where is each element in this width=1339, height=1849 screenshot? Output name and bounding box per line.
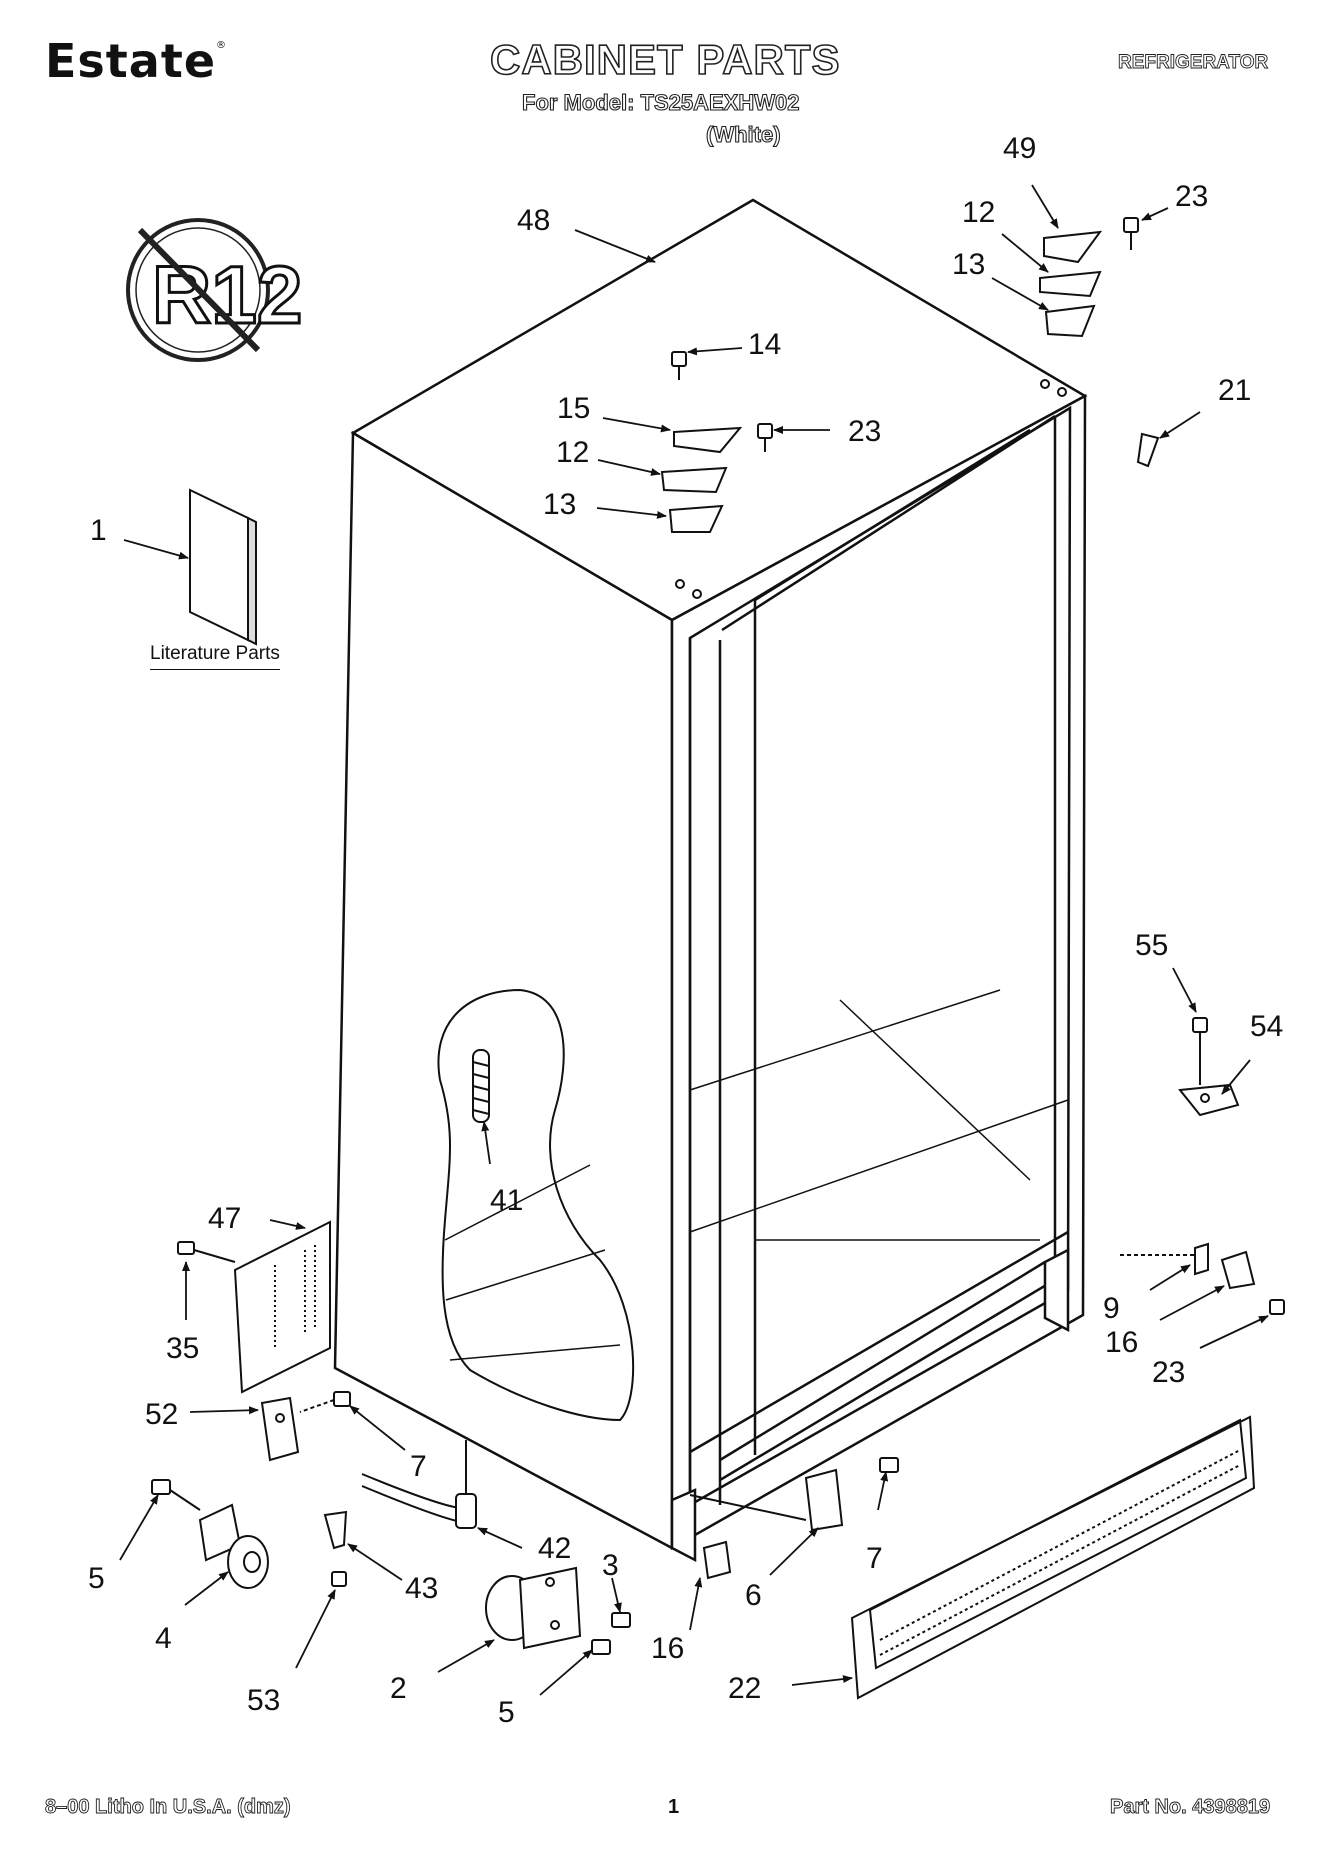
- category-label: REFRIGERATOR: [1118, 52, 1269, 74]
- callout-35: 35: [166, 1332, 199, 1365]
- top-hinge-right: [1039, 217, 1139, 397]
- cabinet-shell: [333, 198, 1088, 1563]
- part-number: Part No. 4398819: [1110, 1796, 1271, 1819]
- callout-23b: 23: [848, 415, 881, 448]
- callout-4: 4: [155, 1622, 172, 1655]
- callout-5a: 5: [88, 1562, 105, 1595]
- callout-12a: 12: [962, 196, 995, 229]
- callout-23a: 23: [1175, 180, 1208, 213]
- callout-12b: 12: [556, 436, 589, 469]
- callout-15: 15: [557, 392, 590, 425]
- callout-48: 48: [517, 204, 550, 237]
- part-47-access-panel: [177, 1220, 331, 1394]
- callout-13a: 13: [952, 248, 985, 281]
- part-21-clip: [1136, 432, 1160, 468]
- page-title: CABINET PARTS: [489, 35, 841, 84]
- callout-43: 43: [405, 1572, 438, 1605]
- top-hinge-left: [660, 351, 773, 599]
- footer-litho: 8–00 Litho In U.S.A. (dmz): [45, 1796, 291, 1819]
- part-52-bracket: [260, 1391, 351, 1462]
- callout-1: 1: [90, 514, 107, 547]
- callout-9: 9: [1103, 1292, 1120, 1325]
- callout-54: 54: [1250, 1010, 1283, 1043]
- callout-6: 6: [745, 1579, 762, 1612]
- callout-16b: 16: [1105, 1326, 1138, 1359]
- callout-47: 47: [208, 1202, 241, 1235]
- callout-13b: 13: [543, 488, 576, 521]
- part-4-caster: [151, 1479, 269, 1589]
- callout-55: 55: [1135, 929, 1168, 962]
- brand-logo: Estate®: [45, 34, 228, 88]
- part-2-front-roller: [485, 1566, 631, 1655]
- callout-14: 14: [748, 328, 781, 361]
- model-line: For Model: TS25AEXHW02: [521, 89, 800, 115]
- part-6-bracket: [689, 1457, 899, 1580]
- callout-23c: 23: [1152, 1356, 1185, 1389]
- model-color: (White): [705, 121, 781, 147]
- callout-53: 53: [247, 1684, 280, 1717]
- callout-49: 49: [1003, 132, 1036, 165]
- callout-42: 42: [538, 1532, 571, 1565]
- part-54-bracket: [1178, 1017, 1240, 1117]
- callout-2: 2: [390, 1672, 407, 1705]
- callout-7a: 7: [410, 1450, 427, 1483]
- badge-text: R12: [152, 250, 302, 341]
- no-r12-badge: R12: [126, 218, 304, 362]
- literature-parts-label: Literature Parts: [150, 643, 280, 670]
- drain-tube-spring: [472, 1049, 490, 1123]
- callout-5b: 5: [498, 1696, 515, 1729]
- callout-labels: 1 48 49 12 13 23 14 15 12 13 23 21 55 54…: [88, 132, 1283, 1729]
- callout-21: 21: [1218, 374, 1251, 407]
- callout-3: 3: [602, 1549, 619, 1582]
- callout-41: 41: [490, 1184, 523, 1217]
- callout-22: 22: [728, 1672, 761, 1705]
- callout-7b: 7: [866, 1542, 883, 1575]
- page-number: 1: [668, 1796, 680, 1818]
- part-9-16-bracket: [1120, 1242, 1285, 1315]
- literature-booklet: [189, 488, 257, 646]
- leader-lines: [119, 184, 1269, 1696]
- part-42-drain-tube: [361, 1440, 477, 1529]
- callout-52: 52: [145, 1398, 178, 1431]
- part-43-clamp: [323, 1510, 348, 1587]
- callout-16a: 16: [651, 1632, 684, 1665]
- part-22-base-grille: [850, 1415, 1256, 1700]
